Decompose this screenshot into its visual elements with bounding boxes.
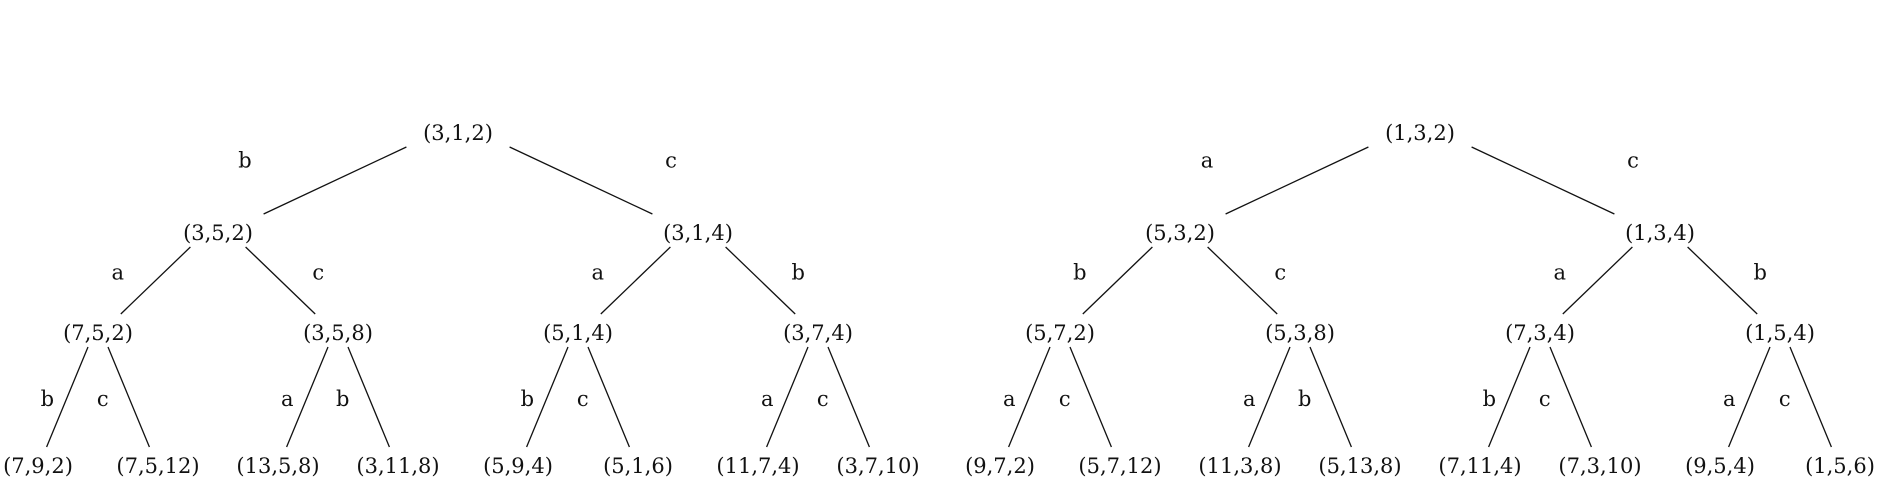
node-label: (5,13,8) (1318, 454, 1401, 478)
tree-edge (285, 346, 329, 448)
edge-label: a (1003, 387, 1016, 411)
tree-edge (1549, 346, 1593, 448)
node-label: (5,1,4) (543, 321, 613, 345)
node-label: (5,3,8) (1265, 321, 1335, 345)
edge-label: b (1298, 387, 1311, 411)
node-label: (9,7,2) (965, 454, 1035, 478)
node-label: (5,7,12) (1078, 454, 1161, 478)
tree-edge (1225, 146, 1369, 215)
node-label: (3,5,2) (183, 221, 253, 245)
edge-label: b (336, 387, 349, 411)
node-label: (5,3,2) (1145, 221, 1215, 245)
node-label: (3,1,4) (663, 221, 733, 245)
edge-label: c (1779, 387, 1791, 411)
node-label: (7,5,2) (63, 321, 133, 345)
node-label: (7,3,4) (1505, 321, 1575, 345)
tree-edge (1082, 246, 1153, 315)
node-label: (5,1,6) (603, 454, 673, 478)
tree-edge (509, 146, 653, 215)
edge-label: c (1627, 149, 1639, 173)
edge-label: b (238, 149, 251, 173)
edge-label: c (1059, 387, 1071, 411)
tree-edge (1247, 346, 1291, 448)
tree-edge (1687, 246, 1758, 315)
edge-label: b (1753, 261, 1766, 285)
tree-edge (525, 346, 569, 448)
node-label: (1,5,6) (1805, 454, 1875, 478)
node-label: (13,5,8) (236, 454, 319, 478)
edge-label: c (817, 387, 829, 411)
edge-label: b (791, 261, 804, 285)
tree-edge (1207, 246, 1278, 315)
node-label: (7,5,12) (116, 454, 199, 478)
edge-label: a (592, 261, 605, 285)
edge-label: c (665, 149, 677, 173)
node-label: (1,5,4) (1745, 321, 1815, 345)
tree-edge (1789, 346, 1833, 448)
node-label: (5,7,2) (1025, 321, 1095, 345)
tree-edge (1727, 346, 1771, 448)
node-label: (9,5,4) (1685, 454, 1755, 478)
node-label: (11,7,4) (716, 454, 799, 478)
edge-label: a (281, 387, 294, 411)
edge-label: a (761, 387, 774, 411)
tree-edge (1487, 346, 1531, 448)
edge-label: a (1201, 149, 1214, 173)
tree-edge (587, 346, 631, 448)
node-label: (3,7,4) (783, 321, 853, 345)
tree-edge (45, 346, 89, 448)
edge-label: a (1723, 387, 1736, 411)
tree-edge (245, 246, 316, 315)
edge-label: a (1554, 261, 1567, 285)
edge-label: c (1539, 387, 1551, 411)
edge-label: c (1274, 261, 1286, 285)
tree-edge (1007, 346, 1051, 448)
tree-edge (107, 346, 151, 448)
node-label: (7,3,10) (1558, 454, 1641, 478)
tree-edge (120, 246, 191, 315)
tree-edge (1562, 246, 1633, 315)
node-label: (11,3,8) (1198, 454, 1281, 478)
edge-label: c (577, 387, 589, 411)
node-label: (5,9,4) (483, 454, 553, 478)
edge-label: b (41, 387, 54, 411)
tree-edge (725, 246, 796, 315)
edge-label: b (521, 387, 534, 411)
edge-label: b (1073, 261, 1086, 285)
node-label: (7,9,2) (3, 454, 73, 478)
tree-edge (1069, 346, 1113, 448)
tree-edge (827, 346, 871, 448)
node-label: (3,5,8) (303, 321, 373, 345)
edge-label: c (312, 261, 324, 285)
node-label: (3,11,8) (356, 454, 439, 478)
edge-label: a (112, 261, 125, 285)
tree-edge (1471, 146, 1615, 215)
root-node-label: (1,3,2) (1385, 121, 1455, 145)
edge-label: c (97, 387, 109, 411)
tree-edge (765, 346, 809, 448)
tree-left: (3,1,2) b (3,5,2) a (7,5,2) b (7,9,2) c (7,5,12)… (3, 121, 920, 478)
root-node-label: (3,1,2) (423, 121, 493, 145)
tree-right: (1,3,2) a (5,3,2) b (5,7,2) a (9,7,2) c (5,7,12)… (965, 121, 1875, 478)
node-label: (3,7,10) (836, 454, 919, 478)
tree-edge (600, 246, 671, 315)
edge-label: a (1243, 387, 1256, 411)
tree-edge (1309, 346, 1353, 448)
tree-edge (347, 346, 391, 448)
edge-label: b (1483, 387, 1496, 411)
tree-edge (263, 146, 407, 215)
node-label: (7,11,4) (1438, 454, 1521, 478)
node-label: (1,3,4) (1625, 221, 1695, 245)
